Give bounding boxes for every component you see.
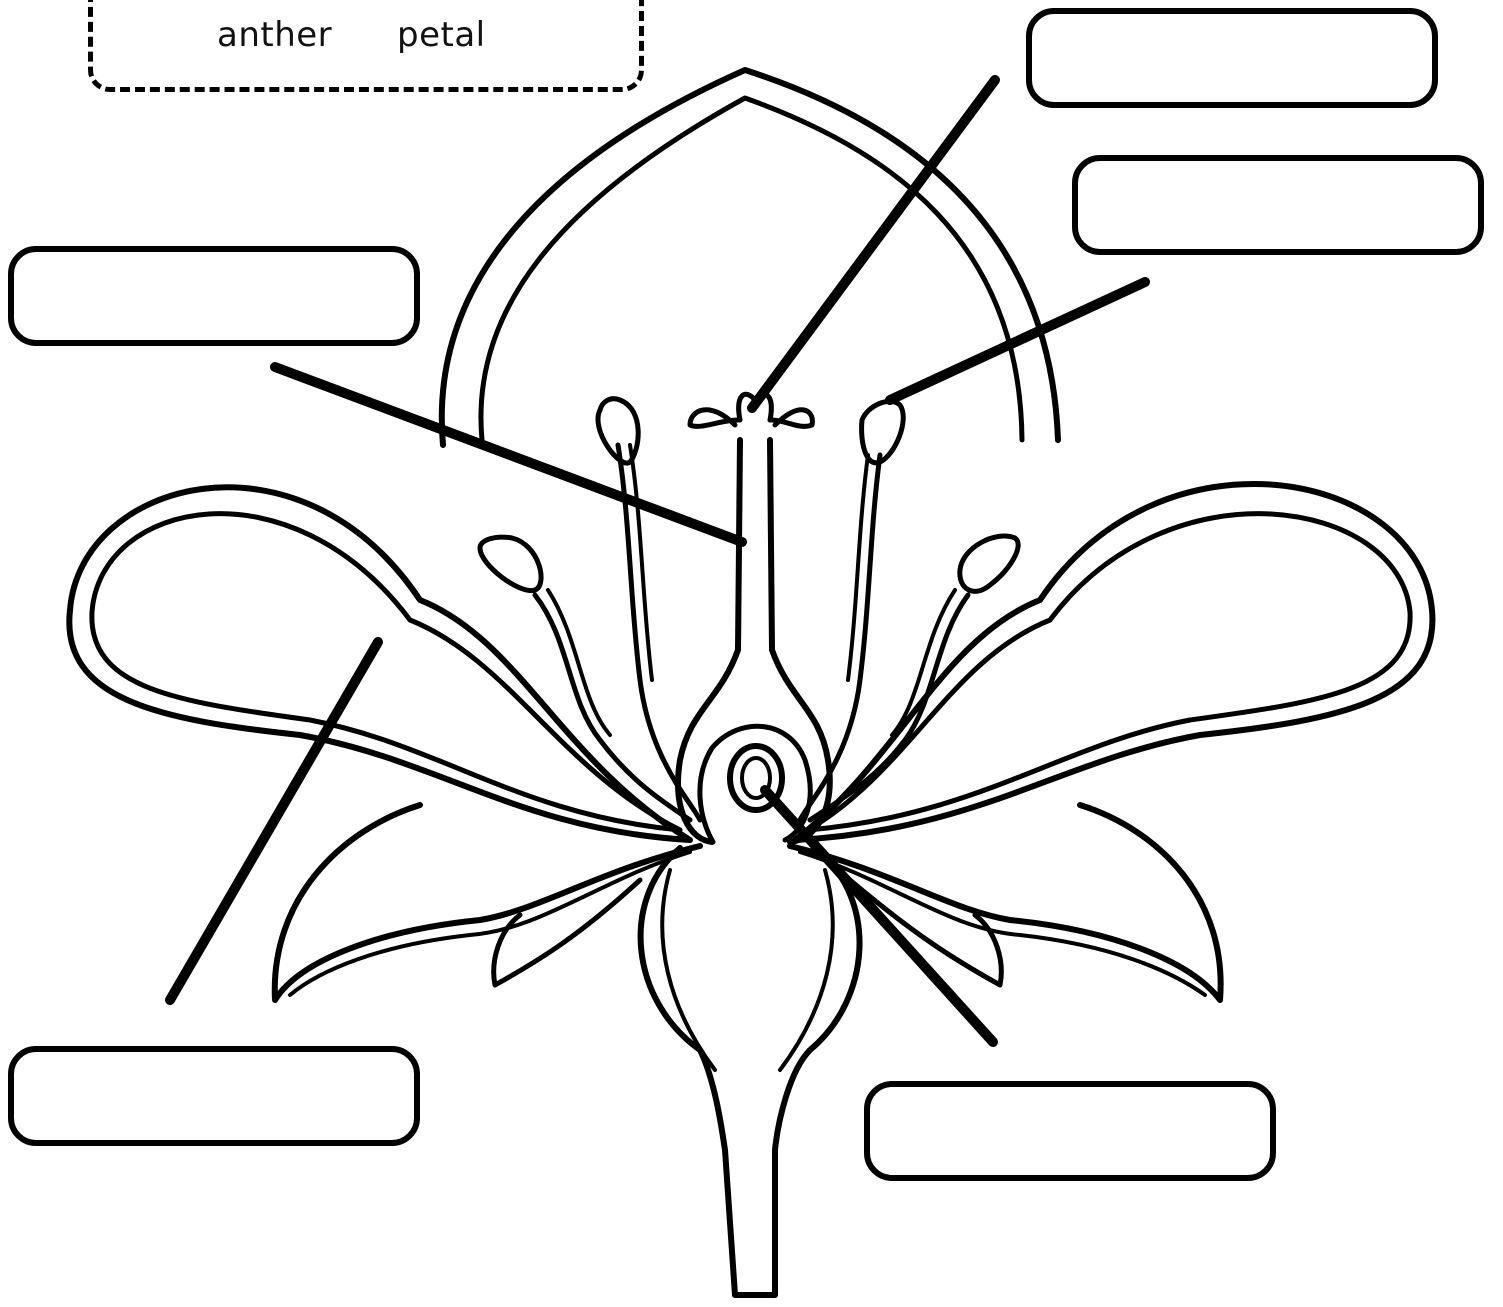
answer-box-ovule[interactable] bbox=[864, 1081, 1276, 1181]
stamen-3-anther bbox=[862, 401, 904, 462]
stamen-4-filament-b bbox=[892, 590, 955, 735]
answer-box-petal[interactable] bbox=[8, 1046, 420, 1146]
stamen-1-filament-b bbox=[630, 445, 652, 680]
left-petal-outer bbox=[69, 487, 690, 840]
word-bank-item: petal bbox=[397, 15, 486, 55]
leader-line-style bbox=[275, 367, 742, 542]
receptacle bbox=[641, 848, 860, 1295]
leader-line-petal bbox=[170, 642, 378, 1000]
stamen-4-filament bbox=[810, 595, 968, 820]
left-sepal-inner bbox=[290, 852, 690, 995]
stamen-2-anther bbox=[480, 537, 541, 590]
word-bank: anther petal bbox=[88, 0, 644, 92]
answer-box-stigma[interactable] bbox=[1026, 8, 1438, 108]
stamen-2-filament-b bbox=[548, 590, 610, 735]
right-petal-inner bbox=[808, 514, 1410, 830]
answer-box-anther[interactable] bbox=[1072, 155, 1484, 255]
answer-box-style[interactable] bbox=[8, 246, 420, 346]
stamen-4-anther bbox=[960, 536, 1018, 591]
left-small-sepal bbox=[494, 880, 640, 985]
right-petal-outer bbox=[795, 484, 1432, 840]
word-bank-item: anther bbox=[217, 15, 332, 55]
